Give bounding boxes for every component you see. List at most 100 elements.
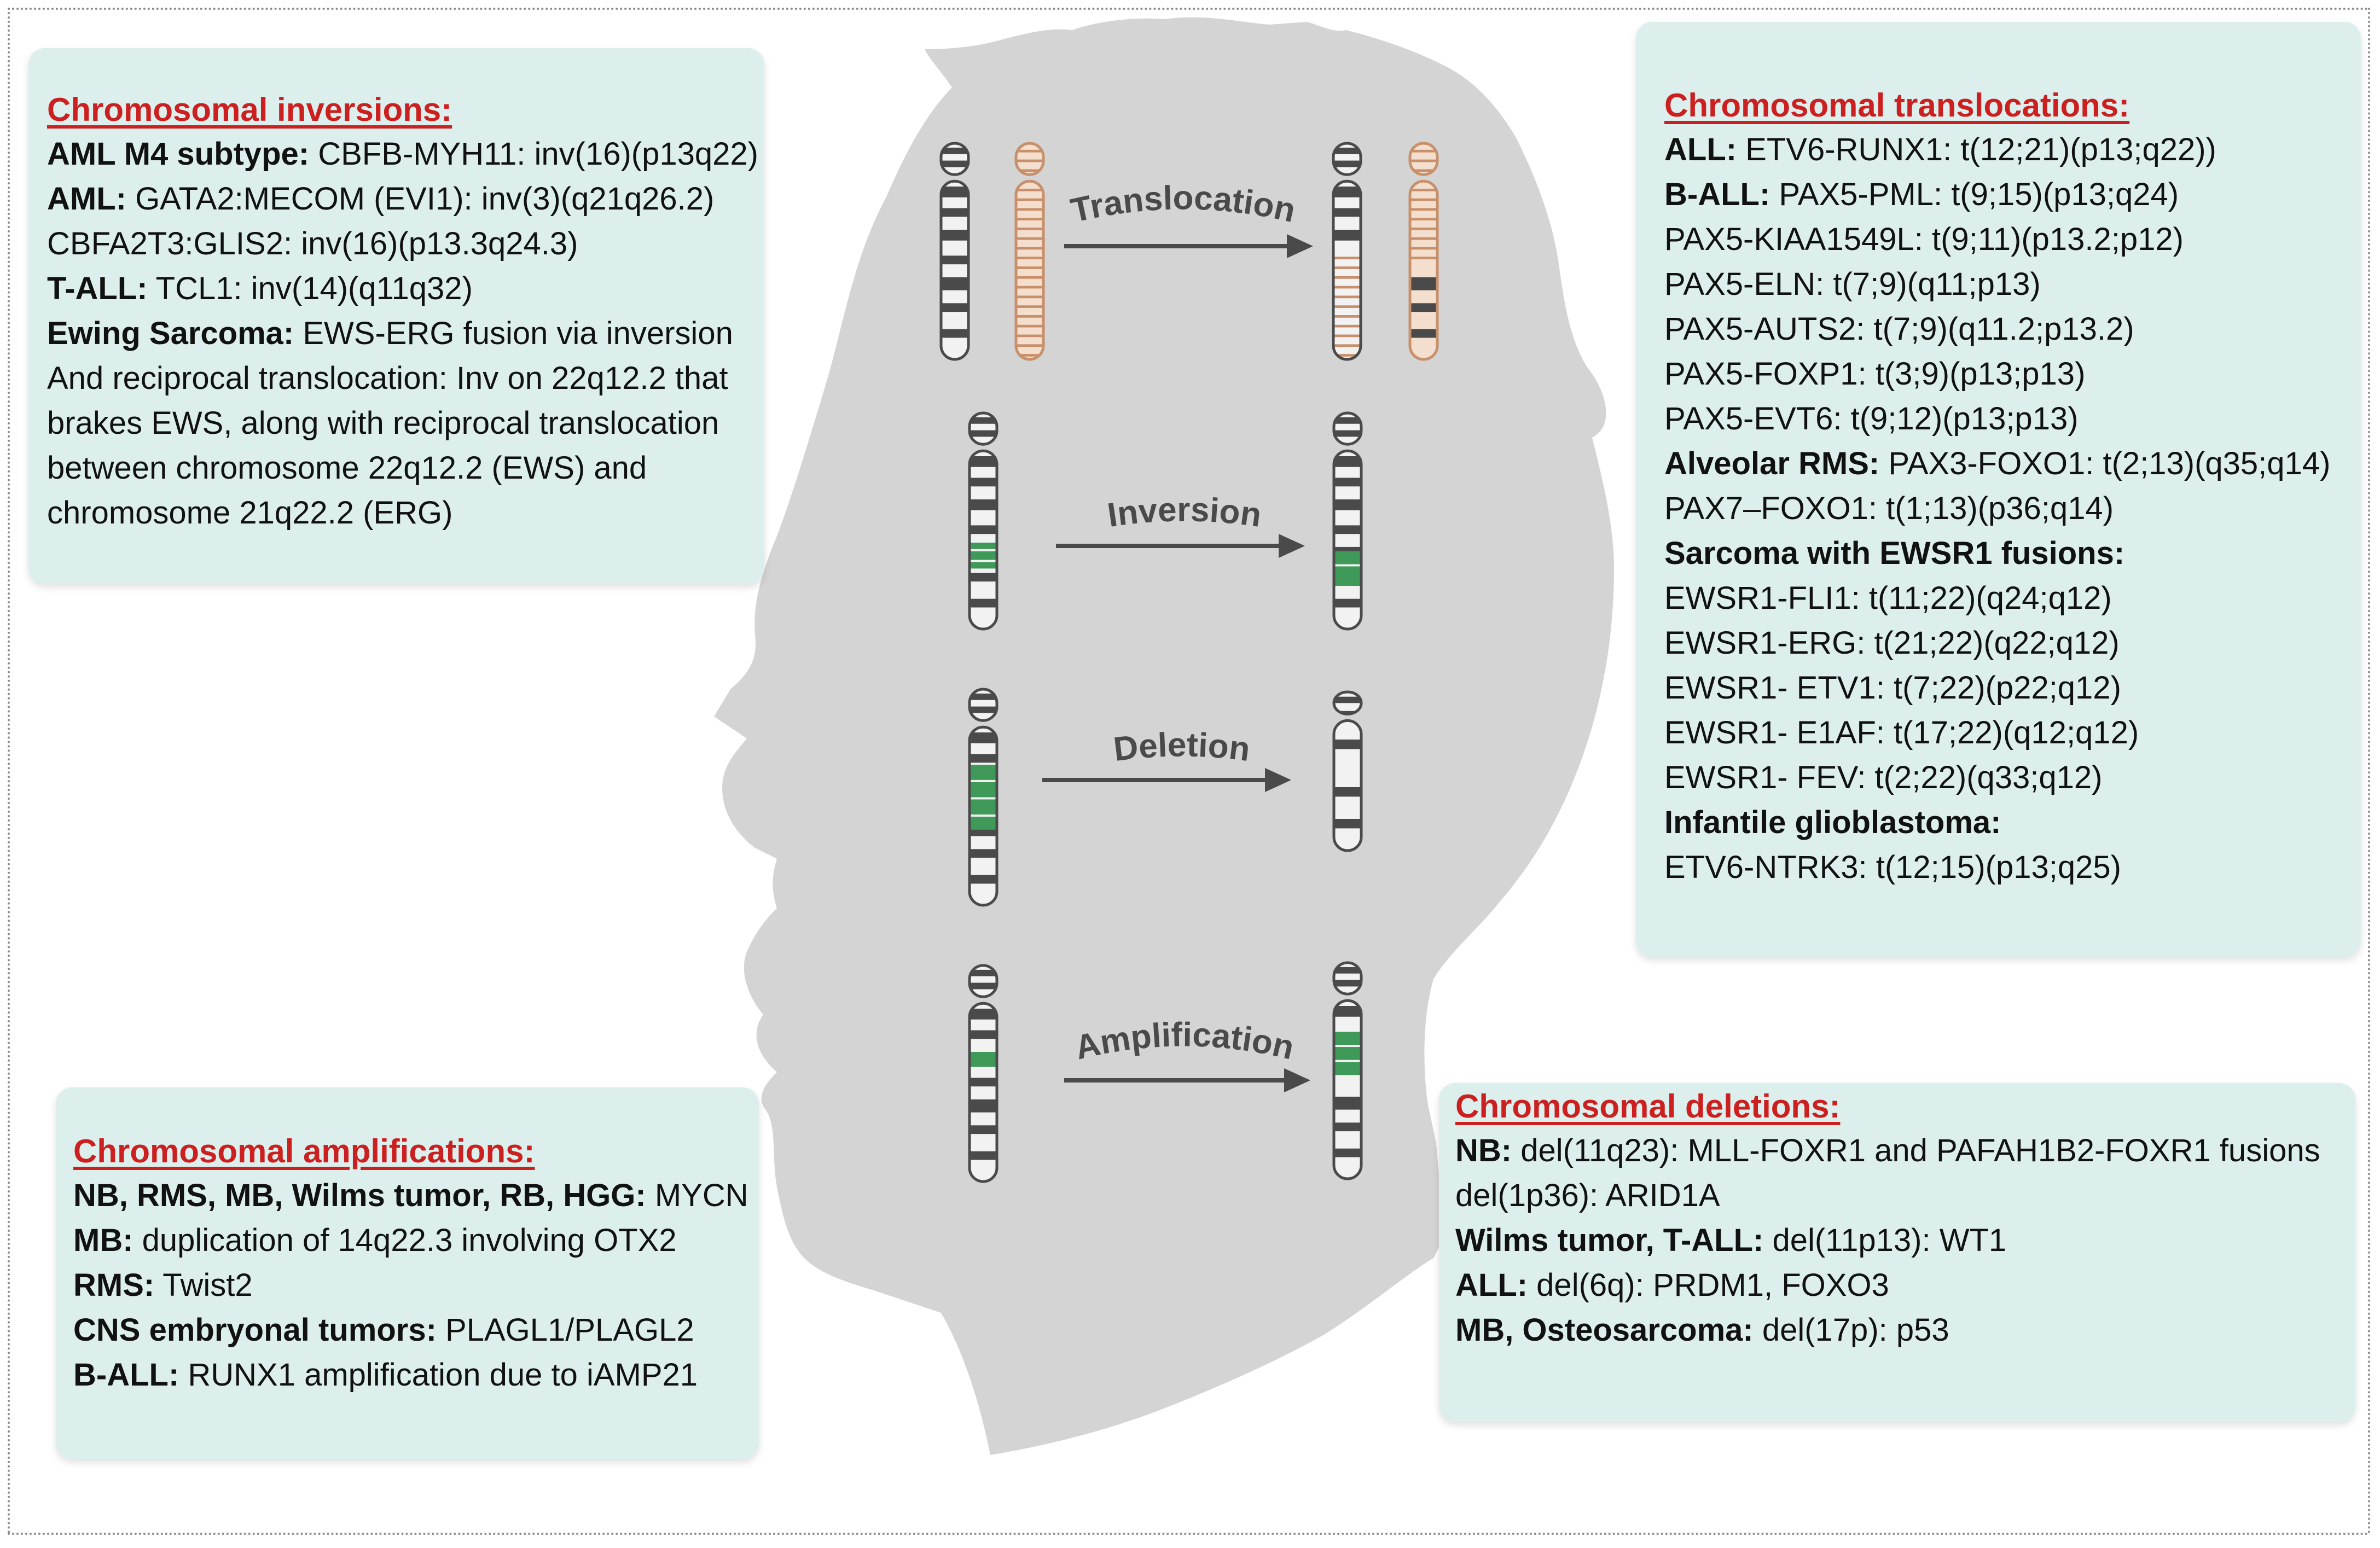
item-text: PAX7–FOXO1: t(1;13)(p36;q14) xyxy=(1664,491,2114,526)
item-text: CBFA2T3:GLIS2: inv(16)(p13.3q24.3) xyxy=(47,226,578,261)
item-text: del(1p36): ARID1A xyxy=(1455,1178,1720,1213)
list-item: RMS: Twist2 xyxy=(73,1263,759,1308)
deletions-list: NB: del(11q23): MLL-FOXR1 and PAFAH1B2-F… xyxy=(1455,1128,2355,1353)
deletion-arrow: Deletion xyxy=(1042,726,1291,792)
item-text: EWSR1- FEV: t(2;22)(q33;q12) xyxy=(1664,760,2103,795)
head-silhouette xyxy=(714,17,1614,1455)
item-label: MB, Osteosarcoma: xyxy=(1455,1312,1754,1348)
item-text: CBFB-MYH11: inv(16)(p13q22) xyxy=(309,136,758,172)
item-label: B-ALL: xyxy=(1664,177,1771,212)
inversions-title: Chromosomal inversions: xyxy=(47,91,452,128)
list-item: PAX7–FOXO1: t(1;13)(p36;q14) xyxy=(1664,486,2361,531)
item-text: PAX3-FOXO1: t(2;13)(q35;q14) xyxy=(1879,446,2331,481)
item-text: del(11q23): MLL-FOXR1 and PAFAH1B2-FOXR1… xyxy=(1512,1133,2320,1168)
list-item: AML M4 subtype: CBFB-MYH11: inv(16)(p13q… xyxy=(47,132,764,177)
item-label: CNS embryonal tumors: xyxy=(73,1312,437,1348)
item-text: Twist2 xyxy=(154,1267,253,1303)
list-item: EWSR1-ERG: t(21;22)(q22;q12) xyxy=(1664,621,2361,666)
inversions-panel: Chromosomal inversions: AML M4 subtype: … xyxy=(28,48,764,584)
item-text: EWSR1- ETV1: t(7;22)(p22;q12) xyxy=(1664,670,2121,706)
list-item: ETV6-NTRK3: t(12;15)(p13;q25) xyxy=(1664,845,2361,890)
item-label: AML M4 subtype: xyxy=(47,136,310,172)
item-label: Infantile glioblastoma: xyxy=(1664,805,2001,840)
deletion-label: Deletion xyxy=(1112,726,1252,769)
item-label: ALL: xyxy=(1455,1267,1528,1303)
item-text: PAX5-PML: t(9;15)(p13;q24) xyxy=(1770,177,2179,212)
item-text: PAX5-AUTS2: t(7;9)(q11.2;p13.2) xyxy=(1664,311,2134,347)
item-label: AML: xyxy=(47,181,126,217)
item-text: PLAGL1/PLAGL2 xyxy=(436,1312,694,1348)
item-text: duplication of 14q22.3 involving OTX2 xyxy=(133,1223,677,1258)
item-label: Alveolar RMS: xyxy=(1664,446,1880,481)
item-label: NB, RMS, MB, Wilms tumor, RB, HGG: xyxy=(73,1178,646,1213)
list-item: CBFA2T3:GLIS2: inv(16)(p13.3q24.3) xyxy=(47,222,764,266)
item-text: PAX5-EVT6: t(9;12)(p13;p13) xyxy=(1664,401,2079,437)
chromosome-grey-after xyxy=(1332,142,1362,361)
item-label: ALL: xyxy=(1664,132,1737,167)
item-text: PAX5-KIAA1549L: t(9;11)(p13.2;p12) xyxy=(1664,222,2184,257)
item-text: PAX5-ELN: t(7;9)(q11;p13) xyxy=(1664,266,2041,302)
item-text: chromosome 21q22.2 (ERG) xyxy=(47,495,453,531)
amplifications-panel: Chromosomal amplifications: NB, RMS, MB,… xyxy=(56,1087,759,1459)
item-text: GATA2:MECOM (EVI1): inv(3)(q21q26.2) xyxy=(126,181,715,217)
list-item: B-ALL: PAX5-PML: t(9;15)(p13;q24) xyxy=(1664,172,2361,217)
list-item: PAX5-FOXP1: t(3;9)(p13;p13) xyxy=(1664,352,2361,397)
list-item: ALL: del(6q): PRDM1, FOXO3 xyxy=(1455,1263,2355,1308)
list-item: T-ALL: TCL1: inv(14)(q11q32) xyxy=(47,266,764,311)
inversion-label: Inversion xyxy=(1105,491,1264,534)
list-item: NB: del(11q23): MLL-FOXR1 and PAFAH1B2-F… xyxy=(1455,1128,2355,1173)
translocations-title: Chromosomal translocations: xyxy=(1664,87,2130,124)
inversions-list: AML M4 subtype: CBFB-MYH11: inv(16)(p13q… xyxy=(47,132,764,536)
item-text: del(17p): p53 xyxy=(1753,1312,1949,1348)
list-item: EWSR1- ETV1: t(7;22)(p22;q12) xyxy=(1664,666,2361,711)
list-item: Infantile glioblastoma: xyxy=(1664,800,2361,845)
list-item: PAX5-EVT6: t(9;12)(p13;p13) xyxy=(1664,397,2361,441)
item-label: MB: xyxy=(73,1223,133,1258)
item-text: PAX5-FOXP1: t(3;9)(p13;p13) xyxy=(1664,356,2086,392)
list-item: CNS embryonal tumors: PLAGL1/PLAGL2 xyxy=(73,1308,759,1353)
item-text: EWSR1- E1AF: t(17;22)(q12;q12) xyxy=(1664,715,2139,750)
translocations-panel: Chromosomal translocations: ALL: ETV6-RU… xyxy=(1636,22,2361,957)
list-item: Sarcoma with EWSR1 fusions: xyxy=(1664,531,2361,576)
dotted-frame xyxy=(8,8,2370,1535)
item-label: RMS: xyxy=(73,1267,155,1303)
list-item: EWSR1- FEV: t(2;22)(q33;q12) xyxy=(1664,755,2361,800)
list-item: NB, RMS, MB, Wilms tumor, RB, HGG: MYCN xyxy=(73,1173,759,1218)
item-text: ETV6-NTRK3: t(12;15)(p13;q25) xyxy=(1664,849,2121,885)
list-item: PAX5-AUTS2: t(7;9)(q11.2;p13.2) xyxy=(1664,307,2361,352)
item-label: Wilms tumor, T-ALL: xyxy=(1455,1223,1764,1258)
item-label: Ewing Sarcoma: xyxy=(47,316,294,351)
list-item: MB, Osteosarcoma: del(17p): p53 xyxy=(1455,1308,2355,1353)
list-item: chromosome 21q22.2 (ERG) xyxy=(47,491,764,536)
list-item: PAX5-KIAA1549L: t(9;11)(p13.2;p12) xyxy=(1664,217,2361,262)
arrow-group: TranslocationInversionDeletionAmplificat… xyxy=(1042,179,1313,1092)
list-item: between chromosome 22q12.2 (EWS) and xyxy=(47,446,764,491)
list-item: EWSR1-FLI1: t(11;22)(q24;q12) xyxy=(1664,576,2361,621)
deletions-title: Chromosomal deletions: xyxy=(1455,1088,1841,1125)
item-text: ETV6-RUNX1: t(12;21)(p13;q22)) xyxy=(1737,132,2216,167)
item-label: Sarcoma with EWSR1 fusions: xyxy=(1664,536,2125,571)
list-item: PAX5-ELN: t(7;9)(q11;p13) xyxy=(1664,262,2361,307)
item-text: between chromosome 22q12.2 (EWS) and xyxy=(47,450,647,486)
list-item: MB: duplication of 14q22.3 involving OTX… xyxy=(73,1218,759,1263)
item-text: MYCN xyxy=(646,1178,748,1213)
item-text: TCL1: inv(14)(q11q32) xyxy=(147,271,473,306)
item-text: del(11p13): WT1 xyxy=(1763,1223,2007,1258)
item-text: EWS-ERG fusion via inversion xyxy=(294,316,733,351)
inversion-arrow: Inversion xyxy=(1056,491,1305,558)
list-item: Ewing Sarcoma: EWS-ERG fusion via invers… xyxy=(47,311,764,356)
list-item: brakes EWS, along with reciprocal transl… xyxy=(47,401,764,446)
list-item: Alveolar RMS: PAX3-FOXO1: t(2;13)(q35;q1… xyxy=(1664,441,2361,486)
item-text: EWSR1-ERG: t(21;22)(q22;q12) xyxy=(1664,625,2120,661)
amplifications-title: Chromosomal amplifications: xyxy=(73,1133,535,1169)
deletions-panel: Chromosomal deletions: NB: del(11q23): M… xyxy=(1439,1083,2355,1422)
list-item: del(1p36): ARID1A xyxy=(1455,1173,2355,1218)
translocations-list: ALL: ETV6-RUNX1: t(12;21)(p13;q22)) B-ALL… xyxy=(1664,127,2361,890)
item-label: T-ALL: xyxy=(47,271,148,306)
list-item: B-ALL: RUNX1 amplification due to iAMP21 xyxy=(73,1353,759,1398)
item-text: And reciprocal translocation: Inv on 22q… xyxy=(47,360,728,396)
item-label: B-ALL: xyxy=(73,1357,179,1393)
item-text: EWSR1-FLI1: t(11;22)(q24;q12) xyxy=(1664,580,2112,616)
